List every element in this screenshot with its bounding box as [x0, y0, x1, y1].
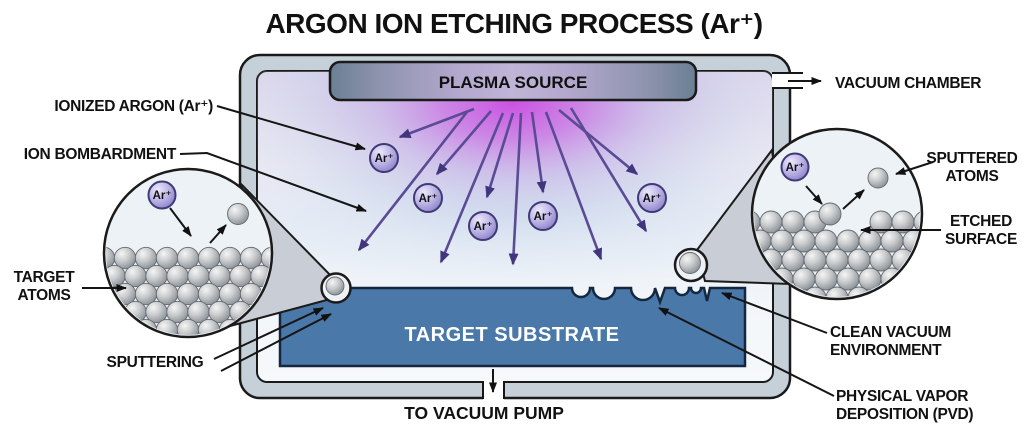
- svg-text:Ar⁺: Ar⁺: [375, 153, 394, 165]
- argon-ions: Ar⁺ Ar⁺ Ar⁺ Ar⁺ Ar⁺: [369, 143, 667, 241]
- sputtering-label: SPUTTERING: [107, 354, 204, 371]
- ejected-atom: [227, 203, 249, 225]
- to-vacuum-pump-label: TO VACUUM PUMP: [404, 403, 564, 423]
- target-substrate: TARGET SUBSTRATE: [278, 286, 747, 368]
- sputtering-site: [320, 272, 352, 304]
- svg-text:Ar⁺: Ar⁺: [534, 211, 553, 223]
- clean-vacuum-label-2: ENVIRONMENT: [830, 342, 942, 359]
- page-title: ARGON ION ETCHING PROCESS (Ar⁺): [265, 8, 762, 39]
- argon-ion: Ar⁺: [147, 180, 177, 210]
- argon-ion: Ar⁺: [369, 143, 399, 173]
- argon-ion: Ar⁺: [413, 183, 443, 213]
- argon-ion: Ar⁺: [528, 201, 558, 231]
- plasma-source-label: PLASMA SOURCE: [439, 73, 588, 92]
- plasma-glow: [257, 71, 773, 290]
- argon-ion: Ar⁺: [468, 211, 498, 241]
- sputtered-atom: [867, 167, 889, 189]
- etched-surface-label-1: ETCHED: [950, 213, 1012, 230]
- sputtered-atoms-label-1: SPUTTERED: [926, 150, 1017, 167]
- ion-beam-arrows: [357, 107, 648, 266]
- callouts: IONIZED ARGON (Ar⁺) ION BOMBARDMENT TARG…: [14, 75, 1018, 423]
- svg-text:Ar⁺: Ar⁺: [474, 221, 493, 233]
- sputtered-atoms-label-2: ATOMS: [945, 168, 998, 185]
- svg-text:Ar⁺: Ar⁺: [419, 193, 438, 205]
- target-atoms-label-2: ATOMS: [17, 287, 70, 304]
- target-atoms-label-1: TARGET: [14, 269, 76, 286]
- etched-site: [673, 247, 709, 283]
- argon-ion: Ar⁺: [637, 183, 667, 213]
- etched-surface-label-2: SURFACE: [945, 231, 1017, 248]
- svg-text:Ar⁺: Ar⁺: [153, 190, 172, 202]
- clean-vacuum-label-1: CLEAN VACUUM: [830, 324, 951, 341]
- svg-text:Ar⁺: Ar⁺: [643, 193, 662, 205]
- svg-text:Ar⁺: Ar⁺: [786, 162, 805, 174]
- target-substrate-label: TARGET SUBSTRATE: [404, 324, 619, 346]
- pvd-label-2: DEPOSITION (PVD): [836, 406, 973, 423]
- ion-bombardment-label: ION BOMBARDMENT: [24, 146, 177, 163]
- substrate-block: [278, 286, 747, 368]
- argon-ion: Ar⁺: [780, 152, 810, 182]
- ionized-argon-label: IONIZED ARGON (Ar⁺): [54, 98, 213, 115]
- chamber-port: [772, 72, 803, 89]
- plasma-source-bar: [328, 60, 698, 102]
- pvd-label-1: PHYSICAL VAPOR: [836, 388, 968, 405]
- vacuum-chamber-label: VACUUM CHAMBER: [835, 75, 981, 92]
